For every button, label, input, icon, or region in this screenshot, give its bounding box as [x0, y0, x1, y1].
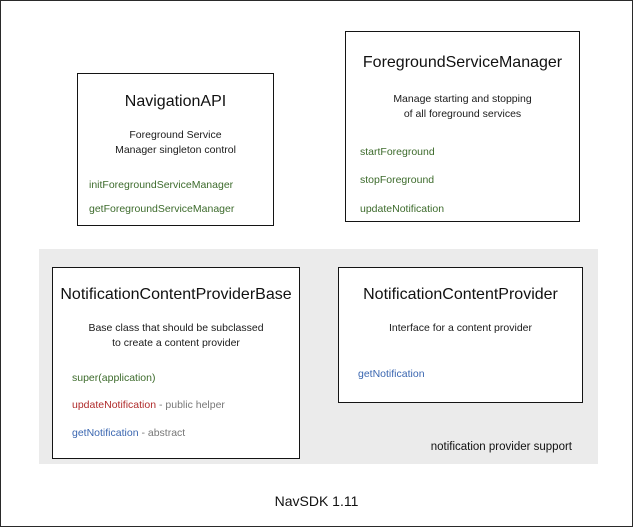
method-name: updateNotification — [360, 202, 445, 215]
class-description-line: Base class that should be subclassed — [88, 322, 264, 335]
method-entry: super(application) — [72, 372, 299, 385]
group-panel-label: notification provider support — [430, 441, 572, 453]
class-description: Interface for a content provider — [339, 321, 582, 335]
method-entry: updateNotification - public helper — [72, 399, 299, 412]
class-description-line: Manage starting and stopping — [393, 93, 532, 106]
method-list: getNotification — [339, 368, 582, 381]
class-box-navigation-api: NavigationAPI Foreground Service Manager… — [77, 73, 274, 226]
method-name: updateNotification — [72, 399, 157, 412]
class-description-line: Manager singleton control — [115, 143, 236, 156]
method-note: - public helper — [156, 399, 225, 412]
method-name: super(application) — [72, 371, 156, 384]
method-note: - abstract — [138, 426, 186, 439]
method-entry: updateNotification — [360, 203, 579, 216]
class-description: Base class that should be subclassed to … — [53, 321, 299, 349]
method-list: initForegroundServiceManager getForegrou… — [78, 179, 273, 216]
method-name: initForegroundServiceManager — [89, 178, 234, 191]
method-entry: getForegroundServiceManager — [89, 203, 273, 216]
method-name: getNotification — [72, 426, 139, 439]
class-description-line: Foreground Service — [129, 129, 222, 142]
method-list: startForeground stopForeground updateNot… — [346, 146, 579, 216]
method-name: getForegroundServiceManager — [89, 203, 235, 216]
class-description: Foreground Service Manager singleton con… — [78, 128, 273, 156]
method-name: getNotification — [358, 367, 425, 380]
class-box-notification-content-provider: NotificationContentProvider Interface fo… — [338, 267, 583, 403]
class-description-line: of all foreground services — [403, 107, 522, 120]
class-box-notification-content-provider-base: NotificationContentProviderBase Base cla… — [52, 267, 300, 459]
class-description: Manage starting and stopping of all fore… — [346, 92, 579, 120]
method-entry: startForeground — [360, 146, 579, 159]
class-title: NotificationContentProviderBase — [60, 286, 292, 303]
footer-caption: NavSDK 1.11 — [274, 493, 359, 509]
method-entry: getNotification — [358, 368, 582, 381]
class-description-line: Interface for a content provider — [389, 322, 532, 335]
class-title: NavigationAPI — [124, 93, 227, 110]
class-title: ForegroundServiceManager — [362, 54, 563, 71]
method-entry: initForegroundServiceManager — [89, 179, 273, 192]
method-entry: stopForeground — [360, 174, 579, 187]
class-box-foreground-service-manager: ForegroundServiceManager Manage starting… — [345, 31, 580, 222]
method-entry: getNotification - abstract — [72, 427, 299, 440]
method-name: stopForeground — [360, 174, 435, 187]
class-description-line: to create a content provider — [112, 336, 240, 349]
method-name: startForeground — [360, 145, 435, 158]
class-title: NotificationContentProvider — [363, 286, 558, 303]
method-list: super(application) updateNotification - … — [53, 372, 299, 440]
